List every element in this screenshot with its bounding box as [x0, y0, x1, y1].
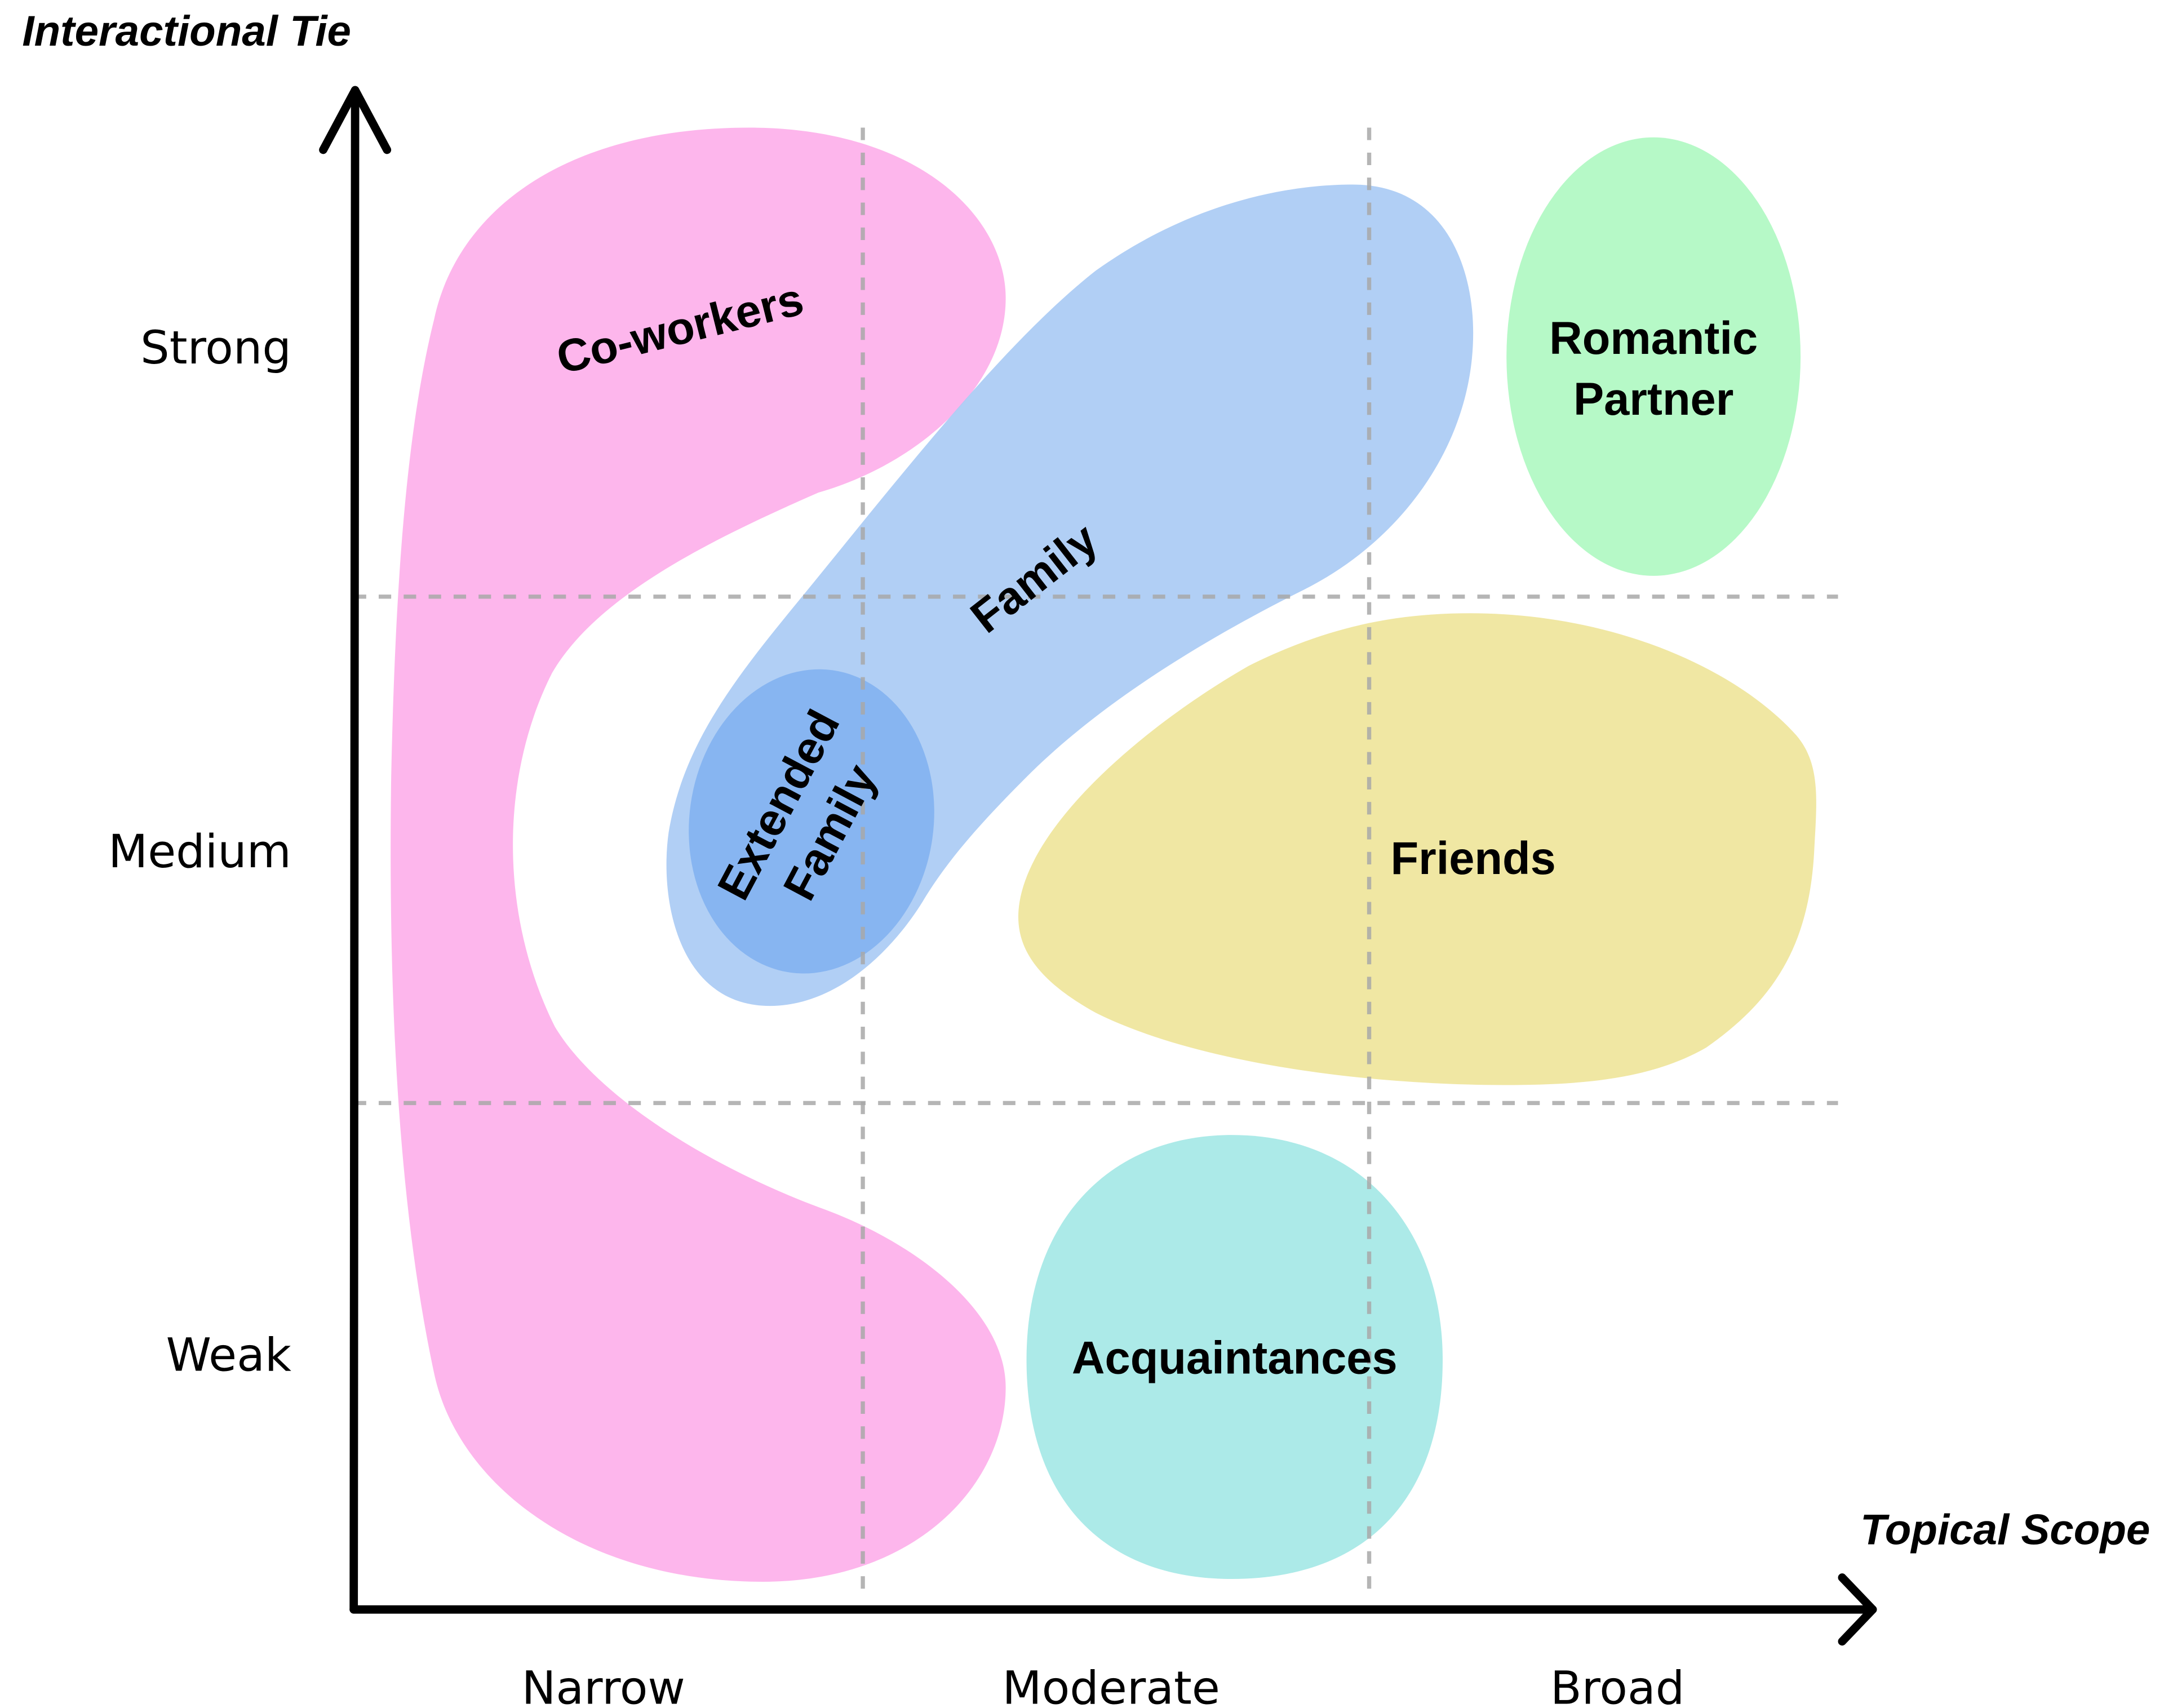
region-friends: [1018, 613, 1816, 1085]
label-romantic-partner-line1: Romantic: [1549, 313, 1758, 364]
y-tick-weak: Weak: [166, 1329, 291, 1382]
x-tick-broad: Broad: [1550, 1662, 1684, 1708]
region-acquaintances: [1026, 1135, 1443, 1580]
label-romantic-partner-line2: Partner: [1573, 374, 1733, 425]
y-axis-title: Interactional Tie: [22, 7, 351, 55]
region-coworkers: [391, 127, 1006, 1582]
x-tick-narrow: Narrow: [522, 1662, 685, 1708]
y-axis-line: [349, 86, 360, 1614]
x-tick-moderate: Moderate: [1003, 1662, 1220, 1708]
y-axis-arrow-icon: [319, 86, 392, 154]
y-tick-strong: Strong: [140, 322, 291, 375]
x-axis-title: Topical Scope: [1860, 1506, 2150, 1554]
region-romantic-partner: [1506, 137, 1801, 576]
region-extended-family: [689, 669, 934, 974]
y-tick-medium: Medium: [108, 826, 291, 879]
x-axis-arrow-icon: [1838, 1573, 1877, 1646]
label-acquaintances: Acquaintances: [1072, 1333, 1398, 1384]
label-friends: Friends: [1390, 833, 1555, 884]
